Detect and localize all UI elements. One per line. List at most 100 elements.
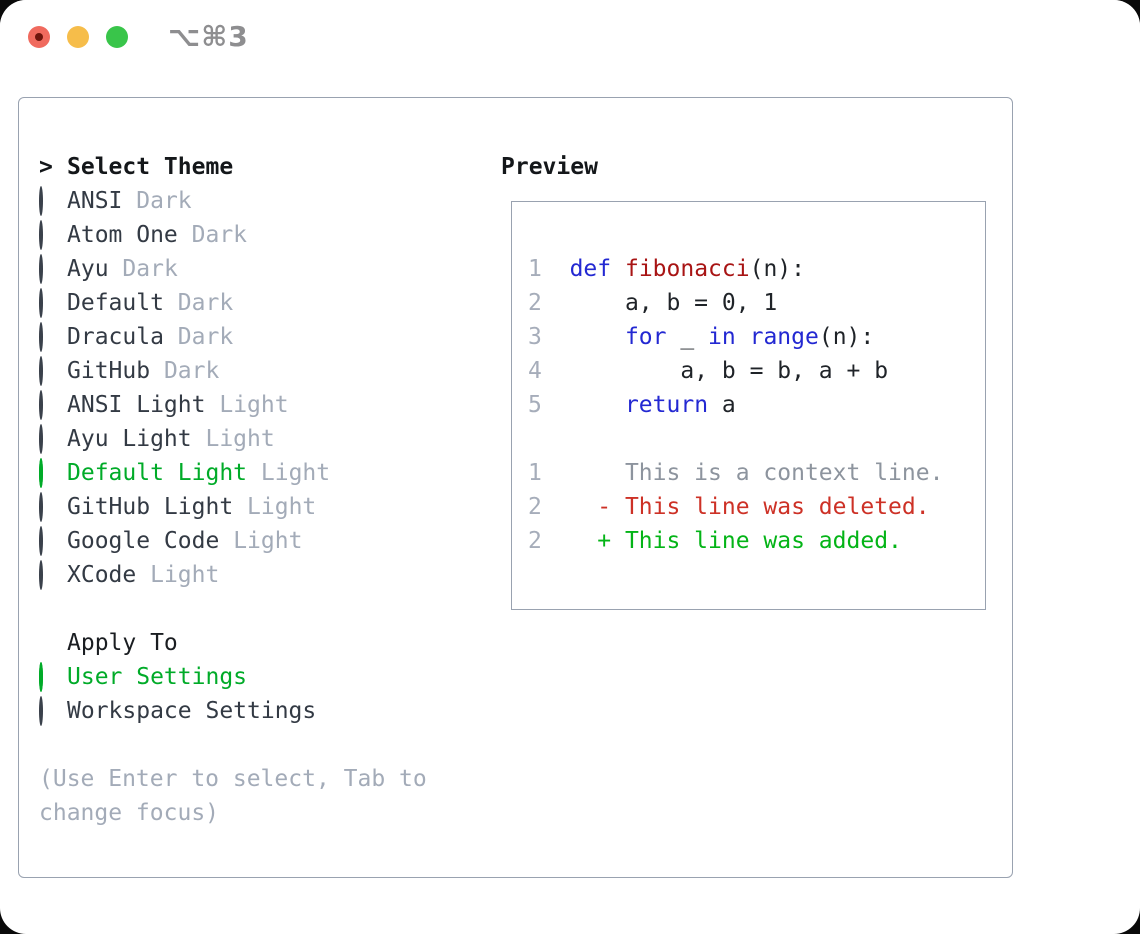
theme-name: Ayu Light	[67, 426, 192, 452]
theme-variant: Dark	[177, 324, 234, 350]
code-segment	[611, 256, 625, 282]
code-segment: range	[749, 324, 819, 350]
radio-icon	[39, 390, 43, 420]
code-segment: a	[708, 392, 736, 418]
code-segment: + This line was added.	[597, 528, 902, 554]
code-segment	[736, 324, 750, 350]
code-segment: This is a context line.	[541, 460, 944, 486]
apply-to-header: Apply To	[39, 626, 489, 660]
code-segment: - This line was deleted.	[597, 494, 930, 520]
theme-item-ansi-light[interactable]: ANSI Light Light	[39, 388, 489, 422]
theme-name: GitHub	[67, 358, 151, 384]
radio-icon	[39, 322, 43, 352]
theme-name: Default	[67, 290, 164, 316]
window-title-shortcut: ⌥⌘3	[168, 20, 249, 53]
theme-name: ANSI Light	[67, 392, 206, 418]
code-line: 2 a, b = 0, 1	[528, 286, 985, 320]
close-button[interactable]	[28, 26, 50, 48]
theme-variant: Light	[219, 392, 289, 418]
code-segment: a, b = 0, 1	[541, 290, 778, 316]
code-line-blank	[528, 422, 985, 456]
line-number: 1	[528, 256, 542, 282]
radio-icon	[39, 696, 43, 726]
theme-name: Google Code	[67, 528, 220, 554]
theme-variant: Light	[260, 460, 331, 486]
radio-icon	[39, 288, 43, 318]
zoom-button[interactable]	[106, 26, 128, 48]
theme-item-atom-one[interactable]: Atom One Dark	[39, 218, 489, 252]
line-number: 4	[528, 358, 542, 384]
code-segment: _	[666, 324, 709, 350]
code-segment: fibonacci	[624, 256, 750, 282]
theme-variant: Dark	[177, 290, 234, 316]
theme-variant: Dark	[191, 222, 248, 248]
radio-icon	[39, 424, 43, 454]
theme-item-ayu-light[interactable]: Ayu Light Light	[39, 422, 489, 456]
theme-variant: Dark	[163, 358, 220, 384]
code-line: 1 def fibonacci(n):	[528, 252, 985, 286]
code-segment: return	[624, 392, 709, 418]
code-segment	[542, 494, 597, 520]
theme-item-github[interactable]: GitHub Dark	[39, 354, 489, 388]
code-segment: (n):	[818, 324, 875, 350]
traffic-lights	[28, 26, 128, 48]
radio-icon	[39, 526, 43, 556]
theme-item-github-light[interactable]: GitHub Light Light	[39, 490, 489, 524]
line-number: 5	[528, 392, 542, 418]
radio-icon	[39, 220, 43, 250]
radio-icon	[39, 186, 43, 216]
theme-name: XCode	[67, 562, 137, 588]
radio-selected-icon	[39, 458, 43, 488]
spacer-row	[39, 592, 489, 626]
apply-item-user-settings[interactable]: User Settings	[39, 660, 489, 694]
close-dot-icon	[35, 33, 43, 41]
theme-item-ansi[interactable]: ANSI Dark	[39, 184, 489, 218]
theme-variant: Light	[233, 528, 303, 554]
theme-name: Dracula	[67, 324, 164, 350]
theme-name: Ayu	[67, 256, 109, 282]
theme-name: ANSI	[67, 188, 123, 214]
theme-name: Atom One	[67, 222, 178, 248]
theme-item-default[interactable]: Default Dark	[39, 286, 489, 320]
theme-variant: Light	[247, 494, 317, 520]
line-number: 2	[528, 528, 542, 554]
theme-item-default-light[interactable]: Default Light Light	[39, 456, 489, 490]
theme-variant: Light	[150, 562, 220, 588]
radio-icon	[39, 492, 43, 522]
theme-item-xcode[interactable]: XCode Light	[39, 558, 489, 592]
minimize-button[interactable]	[67, 26, 89, 48]
theme-item-dracula[interactable]: Dracula Dark	[39, 320, 489, 354]
code-line: 2 + This line was added.	[528, 524, 985, 558]
select-theme-header-label: Select Theme	[67, 154, 234, 180]
preview-header: Preview	[501, 154, 598, 180]
line-number: 1	[528, 460, 542, 486]
theme-item-google-code[interactable]: Google Code Light	[39, 524, 489, 558]
apply-to-header-label: Apply To	[67, 630, 178, 656]
theme-variant: Dark	[136, 188, 192, 214]
line-number: 3	[528, 324, 542, 350]
theme-variant: Light	[205, 426, 275, 452]
code-line: 3 for _ in range(n):	[528, 320, 985, 354]
radio-icon	[39, 560, 43, 590]
code-segment: in	[708, 324, 736, 350]
apply-item-workspace-settings[interactable]: Workspace Settings	[39, 694, 489, 728]
code-line: 4 a, b = b, a + b	[528, 354, 985, 388]
theme-name: GitHub Light	[67, 494, 234, 520]
code-segment	[542, 324, 625, 350]
theme-item-ayu[interactable]: Ayu Dark	[39, 252, 489, 286]
line-number: 2	[528, 290, 542, 316]
code-segment	[542, 256, 570, 282]
code-line: 1 This is a context line.	[528, 456, 985, 490]
code-line: 2 - This line was deleted.	[528, 490, 985, 524]
select-theme-header: > Select Theme	[39, 150, 489, 184]
theme-variant: Dark	[122, 256, 178, 282]
code-segment	[542, 392, 625, 418]
code-segment: def	[569, 256, 612, 282]
line-number: 2	[528, 494, 542, 520]
code-segment: (n):	[749, 256, 805, 282]
